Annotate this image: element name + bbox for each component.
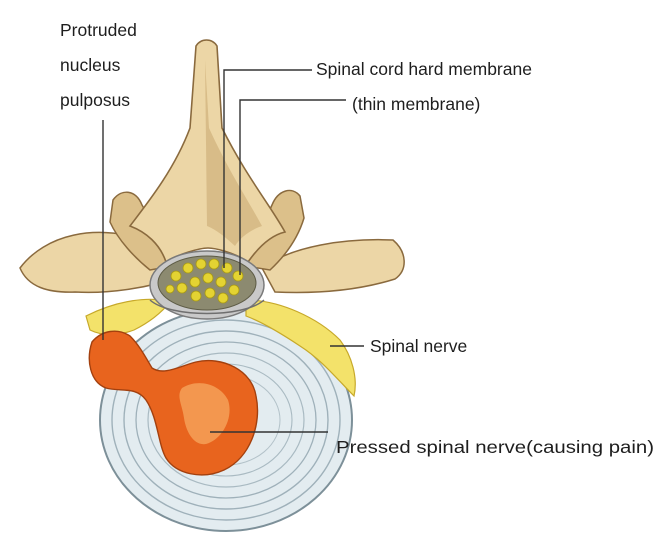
- label-protruded-line: Protruded: [60, 20, 137, 40]
- vertebra-illustration: [20, 40, 404, 531]
- label-nucleus-line: nucleus: [60, 55, 121, 75]
- label-spinal-cord-hard-membrane: Spinal cord hard membrane: [316, 59, 532, 79]
- label-pulposus-line: pulposus: [60, 90, 130, 110]
- label-thin-membrane: (thin membrane): [352, 94, 480, 114]
- label-pressed-spinal-nerve: Pressed spinal nerve(causing pain): [336, 437, 654, 457]
- label-spinal-nerve: Spinal nerve: [370, 336, 467, 356]
